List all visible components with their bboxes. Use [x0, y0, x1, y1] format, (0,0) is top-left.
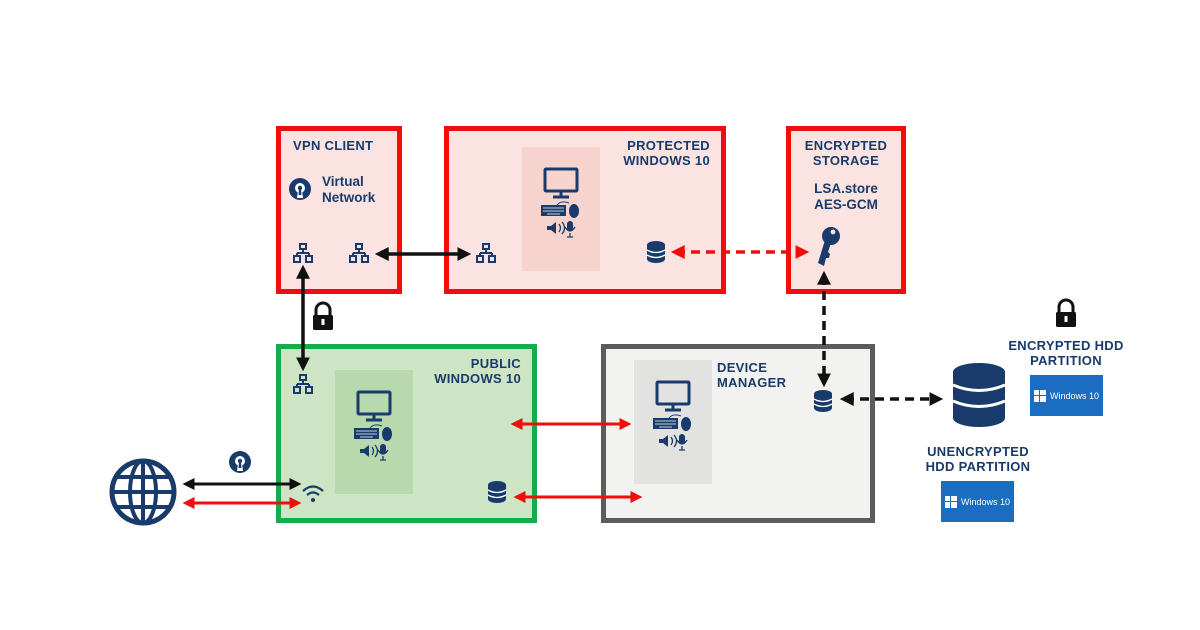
unencrypted-windows-badge: Windows 10 — [941, 481, 1014, 522]
peripherals-icon — [352, 390, 394, 462]
encrypted-hdd-label-2: PARTITION — [1030, 353, 1102, 368]
encrypted-storage-detail-2: AES-GCM — [814, 197, 878, 212]
encrypted-hdd-label-1: ENCRYPTED HDD — [1008, 338, 1124, 353]
encrypted-windows-badge: Windows 10 — [1030, 375, 1103, 416]
public-title-1: PUBLIC — [470, 356, 521, 371]
unencrypted-hdd-label-1: UNENCRYPTED — [927, 444, 1029, 459]
windows-logo-icon — [1033, 389, 1046, 402]
network-icon — [293, 374, 313, 394]
peripherals-icon — [651, 380, 693, 452]
vpn-client-title: VPN CLIENT — [293, 138, 374, 153]
vpn-label-1: Virtual — [322, 174, 364, 189]
lock-icon — [1054, 298, 1078, 329]
device-manager-title-2: MANAGER — [717, 375, 787, 390]
encrypted-storage-box — [786, 126, 906, 294]
unencrypted-hdd-label-2: HDD PARTITION — [925, 459, 1031, 474]
encrypted-storage-title-2: STORAGE — [812, 153, 880, 168]
windows-badge-label: Windows 10 — [1049, 390, 1100, 401]
network-icon — [349, 243, 369, 263]
network-icon — [476, 243, 496, 263]
lock-icon — [311, 301, 335, 332]
database-icon — [487, 480, 507, 504]
protected-title-1: PROTECTED — [627, 138, 710, 153]
public-title-2: WINDOWS 10 — [434, 371, 521, 386]
windows-logo-icon — [944, 495, 957, 508]
globe-icon — [109, 458, 177, 526]
openvpn-icon — [229, 451, 251, 473]
device-manager-title-1: DEVICE — [717, 360, 768, 375]
database-icon — [646, 240, 666, 264]
network-icon — [293, 243, 313, 263]
database-icon — [813, 389, 833, 413]
encrypted-storage-title-1: ENCRYPTED — [804, 138, 888, 153]
vpn-label-2: Network — [322, 190, 376, 205]
protected-title-2: WINDOWS 10 — [623, 153, 710, 168]
wifi-icon — [302, 485, 324, 502]
hdd-database-icon — [952, 363, 1006, 427]
key-icon — [818, 227, 840, 266]
encrypted-storage-detail-1: LSA.store — [814, 181, 878, 196]
peripherals-icon — [539, 167, 581, 239]
windows-badge-label: Windows 10 — [960, 496, 1011, 507]
openvpn-icon — [289, 178, 311, 200]
